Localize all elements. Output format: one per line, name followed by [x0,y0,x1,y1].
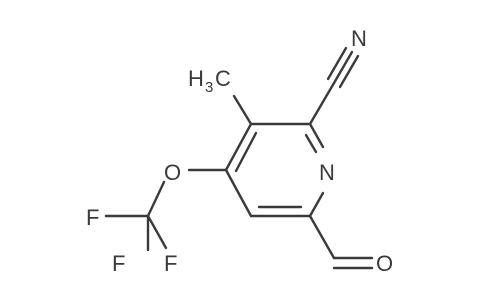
atom-ether-o: O [164,160,181,185]
bond-o-cf3 [146,180,166,218]
trifluoromethyl-group [104,214,168,252]
triple-bond-b [326,46,348,81]
nitrile-group [308,46,360,126]
bond-c2-n1 [308,122,325,149]
bond-n1-c6 [308,191,325,218]
atom-f-top: F [112,251,125,276]
atom-methyl-h: H [188,66,204,91]
atom-aldehyde-o: O [376,251,393,276]
triple-bond-a [332,50,354,85]
atom-methyl-subscript: 3 [205,79,213,96]
bond-c2-n1-inner [304,133,318,154]
atom-methyl-c: C [215,66,231,91]
aldehyde-group [308,214,374,270]
atom-f-bottom: F [164,251,177,276]
bond-c6-cho [308,214,336,260]
bond-cf3-f-bottom [146,214,168,250]
bond-c3-methyl [232,94,253,126]
bond-c4-c3-inner [234,131,258,173]
atom-f-left: F [86,205,99,230]
atom-ring-n: N [319,160,335,185]
bond-c5-c4 [224,168,253,218]
bond-c4-c3 [224,122,253,172]
triple-bond-c [338,54,360,89]
atom-nitrile-n: N [351,26,367,51]
pyridine-ring [224,122,325,218]
bond-c2-cn [308,81,336,126]
